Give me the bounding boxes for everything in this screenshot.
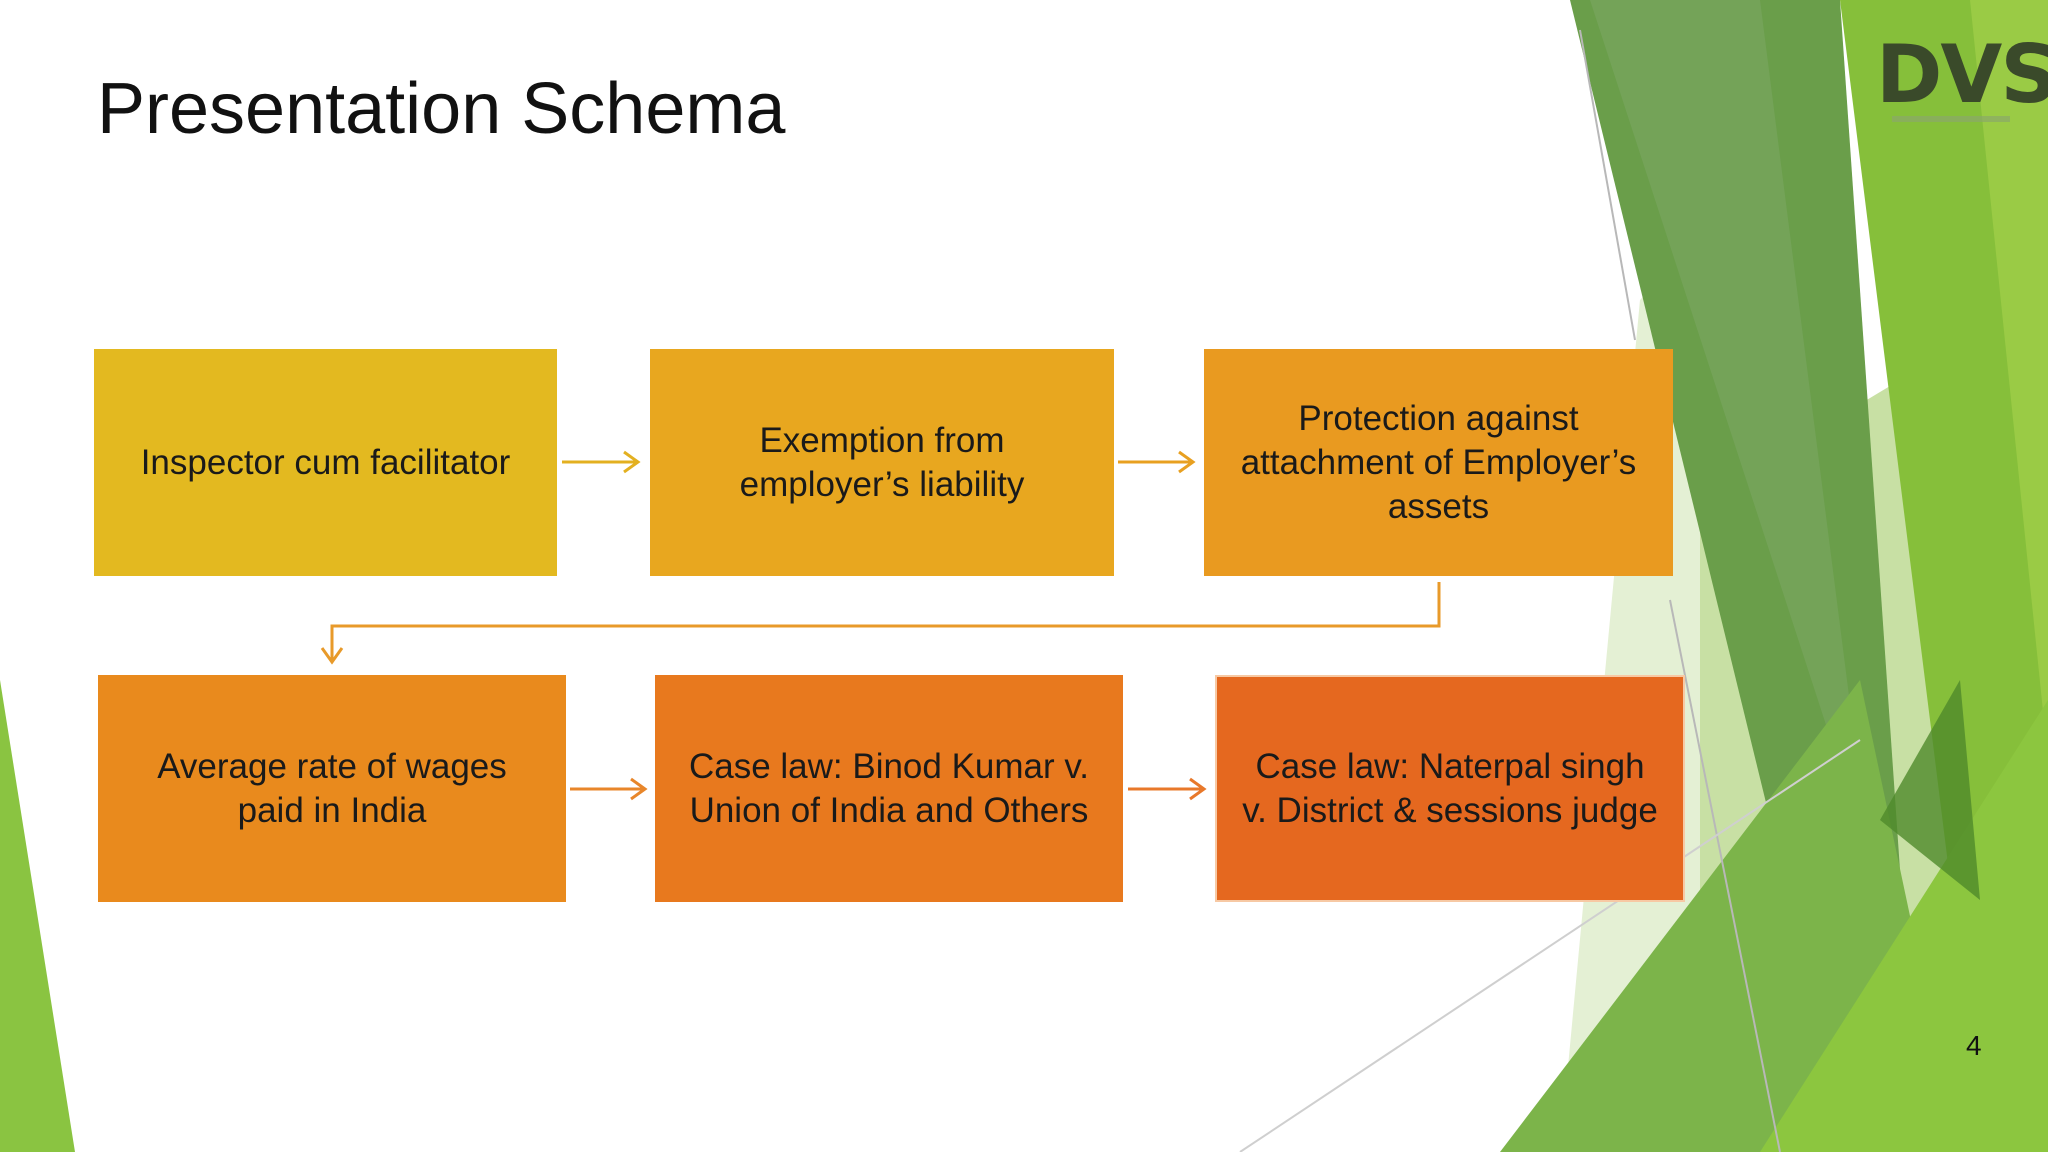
right-thin-line-2 <box>1669 599 1781 1152</box>
slide-title: Presentation Schema <box>97 69 786 149</box>
right-thin-line-1 <box>1579 29 1636 341</box>
right-green-panel-grass <box>1970 0 2048 760</box>
flow-box-exemption-employer-liability: Exemption from employer’s liability <box>650 349 1114 576</box>
flow-box-protection-attachment-assets: Protection against attachment of Employe… <box>1204 349 1673 576</box>
flow-box-case-law-binod-kumar: Case law: Binod Kumar v. Union of India … <box>655 675 1123 902</box>
flow-box-average-rate-wages: Average rate of wages paid in India <box>98 675 566 902</box>
right-green-panel-olive <box>1590 0 1870 860</box>
logo-underline <box>1892 116 2010 122</box>
right-thin-line-3 <box>1239 739 1861 1152</box>
dvs-logo: DVS <box>1876 28 2048 128</box>
slide-number: 4 <box>1966 1030 1982 1061</box>
logo-text: DVS <box>1876 28 2048 121</box>
flow-box-inspector-cum-facilitator: Inspector cum facilitator <box>94 349 557 576</box>
right-green-lower-right <box>1760 700 2048 1152</box>
left-green-sliver <box>0 680 75 1152</box>
right-green-lower-deep <box>1880 680 1980 900</box>
flow-box-case-law-naterpal-singh: Case law: Naterpal singh v. District & s… <box>1215 675 1685 902</box>
